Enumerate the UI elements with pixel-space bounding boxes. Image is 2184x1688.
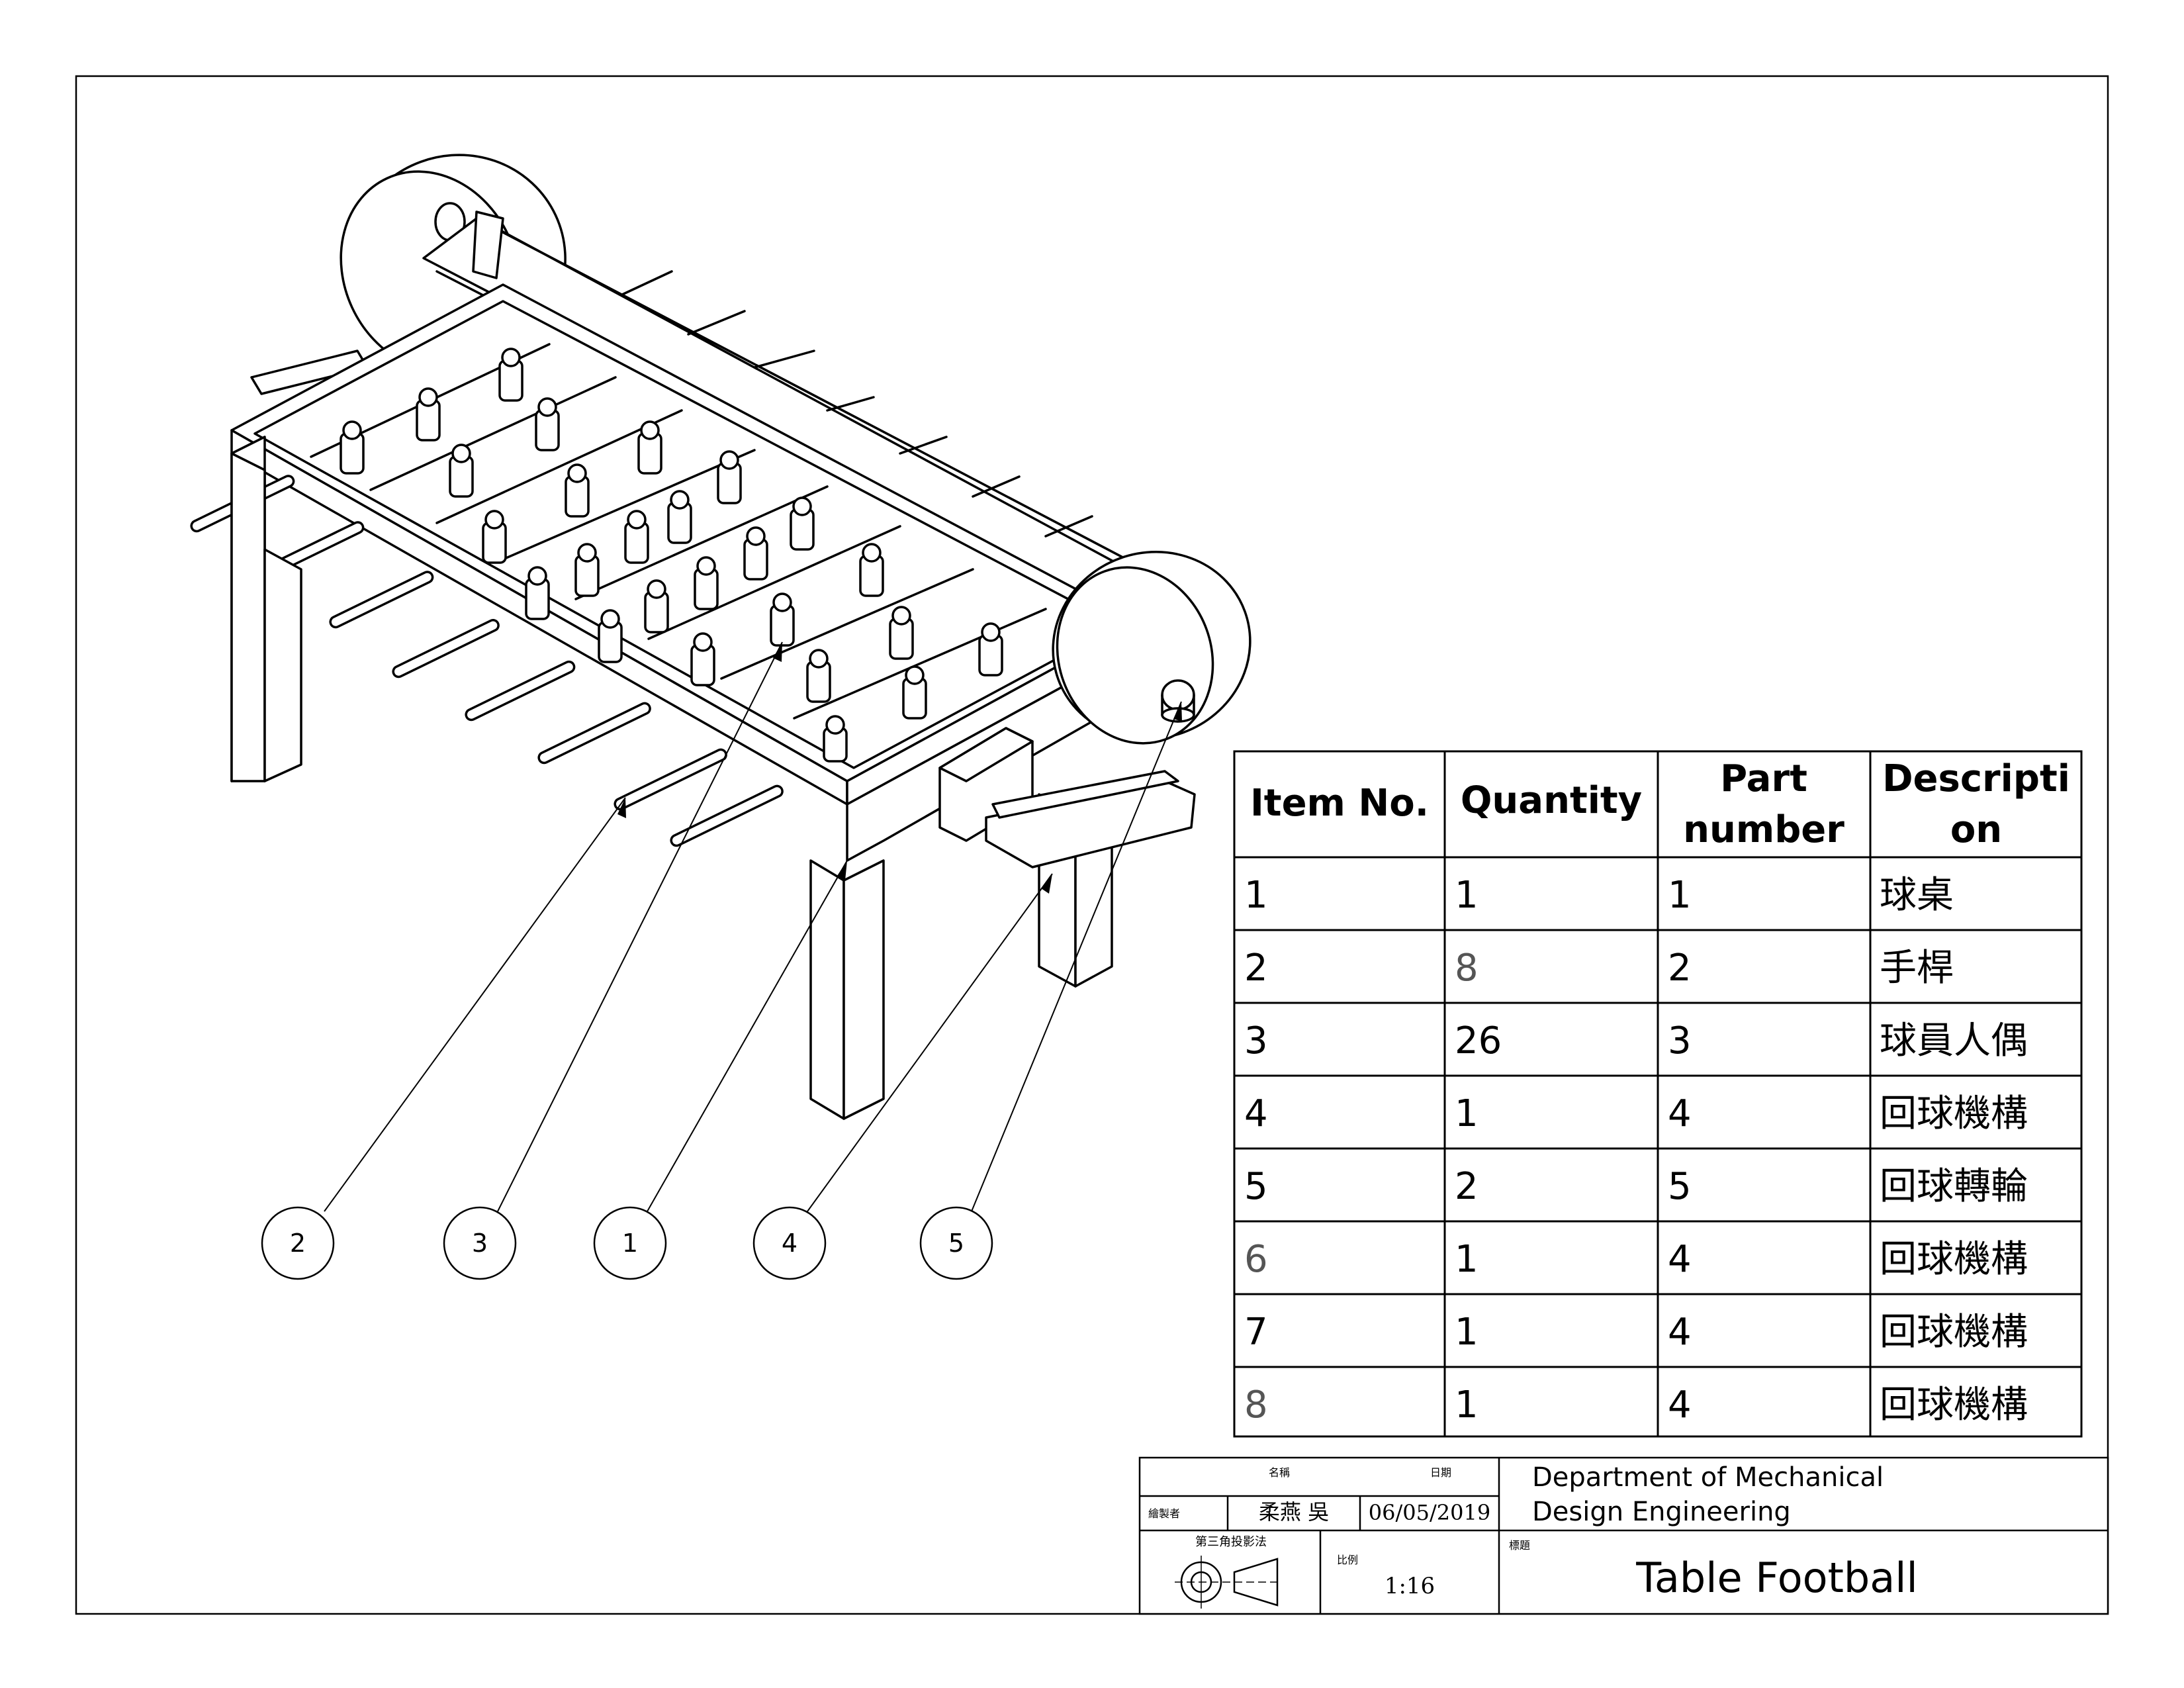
title-block-drawn-by-label: 繪製者 [1148, 1507, 1180, 1520]
bom-cell-desc: 球員人偶 [1880, 1019, 2028, 1062]
balloon-circle [443, 1206, 517, 1280]
bom-cell-qty: 1 [1455, 874, 1479, 917]
bom-cell-part: 4 [1668, 1092, 1692, 1135]
bom-header-description-l1: Descripti [1882, 757, 2070, 800]
bill-of-materials-table: Item No. Quantity Part number Descripti … [1233, 750, 2083, 1438]
bom-cell-part: 4 [1668, 1311, 1692, 1354]
bom-cell-part: 3 [1668, 1019, 1692, 1062]
bom-cell-qty: 26 [1455, 1019, 1502, 1062]
bom-row: 5 2 5 回球轉輪 [1244, 1165, 2028, 1208]
title-block-drawn-by: 柔燕 吳 [1259, 1499, 1329, 1524]
bom-header-part-number-l2: number [1683, 808, 1844, 851]
bom-header-part-number-l1: Part [1720, 757, 1807, 800]
bom-cell-qty: 1 [1455, 1383, 1479, 1427]
bom-row: 4 1 4 回球機構 [1244, 1092, 2028, 1135]
bom-cell-part: 5 [1668, 1165, 1692, 1208]
title-block-scale-label: 比例 [1337, 1554, 1358, 1566]
balloon-label: 1 [622, 1229, 638, 1258]
bom-cell-item: 2 [1244, 947, 1268, 990]
balloon-label: 4 [782, 1229, 797, 1258]
bom-cell-item: 4 [1244, 1092, 1268, 1135]
right-return-wheel [1052, 551, 1251, 745]
bom-cell-part: 2 [1668, 947, 1692, 990]
balloon-circle [752, 1206, 827, 1280]
bom-cell-desc: 回球機構 [1880, 1383, 2028, 1427]
bom-cell-qty: 8 [1455, 947, 1479, 990]
back-rods [621, 270, 1093, 538]
bom-cell-desc: 手桿 [1880, 947, 1954, 990]
drawing-title: Table Football [1635, 1554, 1917, 1602]
balloon-callouts: 2 3 1 4 5 [261, 1206, 993, 1280]
bom-header-description-l2: on [1950, 808, 2002, 851]
third-angle-projection-icon [1175, 1556, 1279, 1609]
balloon-circle [261, 1206, 335, 1280]
return-mechanism [938, 727, 1196, 868]
bom-row: 6 1 4 回球機構 [1244, 1238, 2028, 1281]
bom-row: 7 1 4 回球機構 [1244, 1311, 2028, 1354]
bom-row: 2 8 2 手桿 [1244, 947, 1954, 990]
balloon-circle [593, 1206, 667, 1280]
bom-cell-desc: 回球機構 [1880, 1238, 2028, 1281]
bom-row: 8 1 4 回球機構 [1244, 1383, 2028, 1427]
title-block: 名稱 日期 繪製者 柔燕 吳 06/05/2019 第三角投影法 比例 1:16… [1138, 1456, 2109, 1615]
bom-cell-desc: 回球機構 [1880, 1311, 2028, 1354]
title-block-date: 06/05/2019 [1369, 1500, 1490, 1525]
bom-row: 3 26 3 球員人偶 [1244, 1019, 2028, 1062]
title-block-scale: 1:16 [1385, 1573, 1435, 1599]
bom-cell-item: 1 [1244, 874, 1268, 917]
title-block-projection-label: 第三角投影法 [1195, 1535, 1267, 1549]
leader-arrowheads [617, 642, 1182, 894]
bom-cell-item: 8 [1244, 1383, 1268, 1427]
sheet-border [75, 75, 2109, 1615]
bom-cell-qty: 1 [1455, 1092, 1479, 1135]
title-block-date-label: 日期 [1430, 1466, 1451, 1479]
bom-row: 1 1 1 球桌 [1244, 874, 1954, 917]
balloon-label: 3 [472, 1229, 488, 1258]
leader-lines [324, 641, 1182, 1212]
balloon-label: 2 [290, 1229, 306, 1258]
front-handle-rods [190, 475, 784, 847]
balloon-circle [919, 1206, 993, 1280]
bom-cell-item: 3 [1244, 1019, 1268, 1062]
title-block-title-label: 標題 [1509, 1539, 1530, 1552]
bom-cell-item: 6 [1244, 1238, 1268, 1281]
bom-cell-part: 4 [1668, 1238, 1692, 1281]
bom-cell-item: 5 [1244, 1165, 1268, 1208]
bom-header-item-no: Item No. [1250, 782, 1429, 825]
bom-cell-item: 7 [1244, 1311, 1268, 1354]
table-football-isometric-view [190, 154, 1251, 1212]
bom-cell-part: 4 [1668, 1383, 1692, 1427]
balloon-label: 5 [948, 1229, 964, 1258]
bom-cell-qty: 1 [1455, 1311, 1479, 1354]
bom-cell-desc: 回球轉輪 [1880, 1165, 2028, 1208]
bom-cell-qty: 1 [1455, 1238, 1479, 1281]
title-block-department-l2: Design Engineering [1532, 1497, 1791, 1527]
bom-cell-part: 1 [1668, 874, 1692, 917]
bom-cell-qty: 2 [1455, 1165, 1479, 1208]
bom-cell-desc: 回球機構 [1880, 1092, 2028, 1135]
title-block-name-label: 名稱 [1269, 1466, 1290, 1479]
bom-header-quantity: Quantity [1461, 779, 1642, 822]
bom-cell-desc: 球桌 [1880, 874, 1954, 917]
player-figures [340, 348, 1003, 763]
title-block-department-l1: Department of Mechanical [1532, 1462, 1884, 1493]
